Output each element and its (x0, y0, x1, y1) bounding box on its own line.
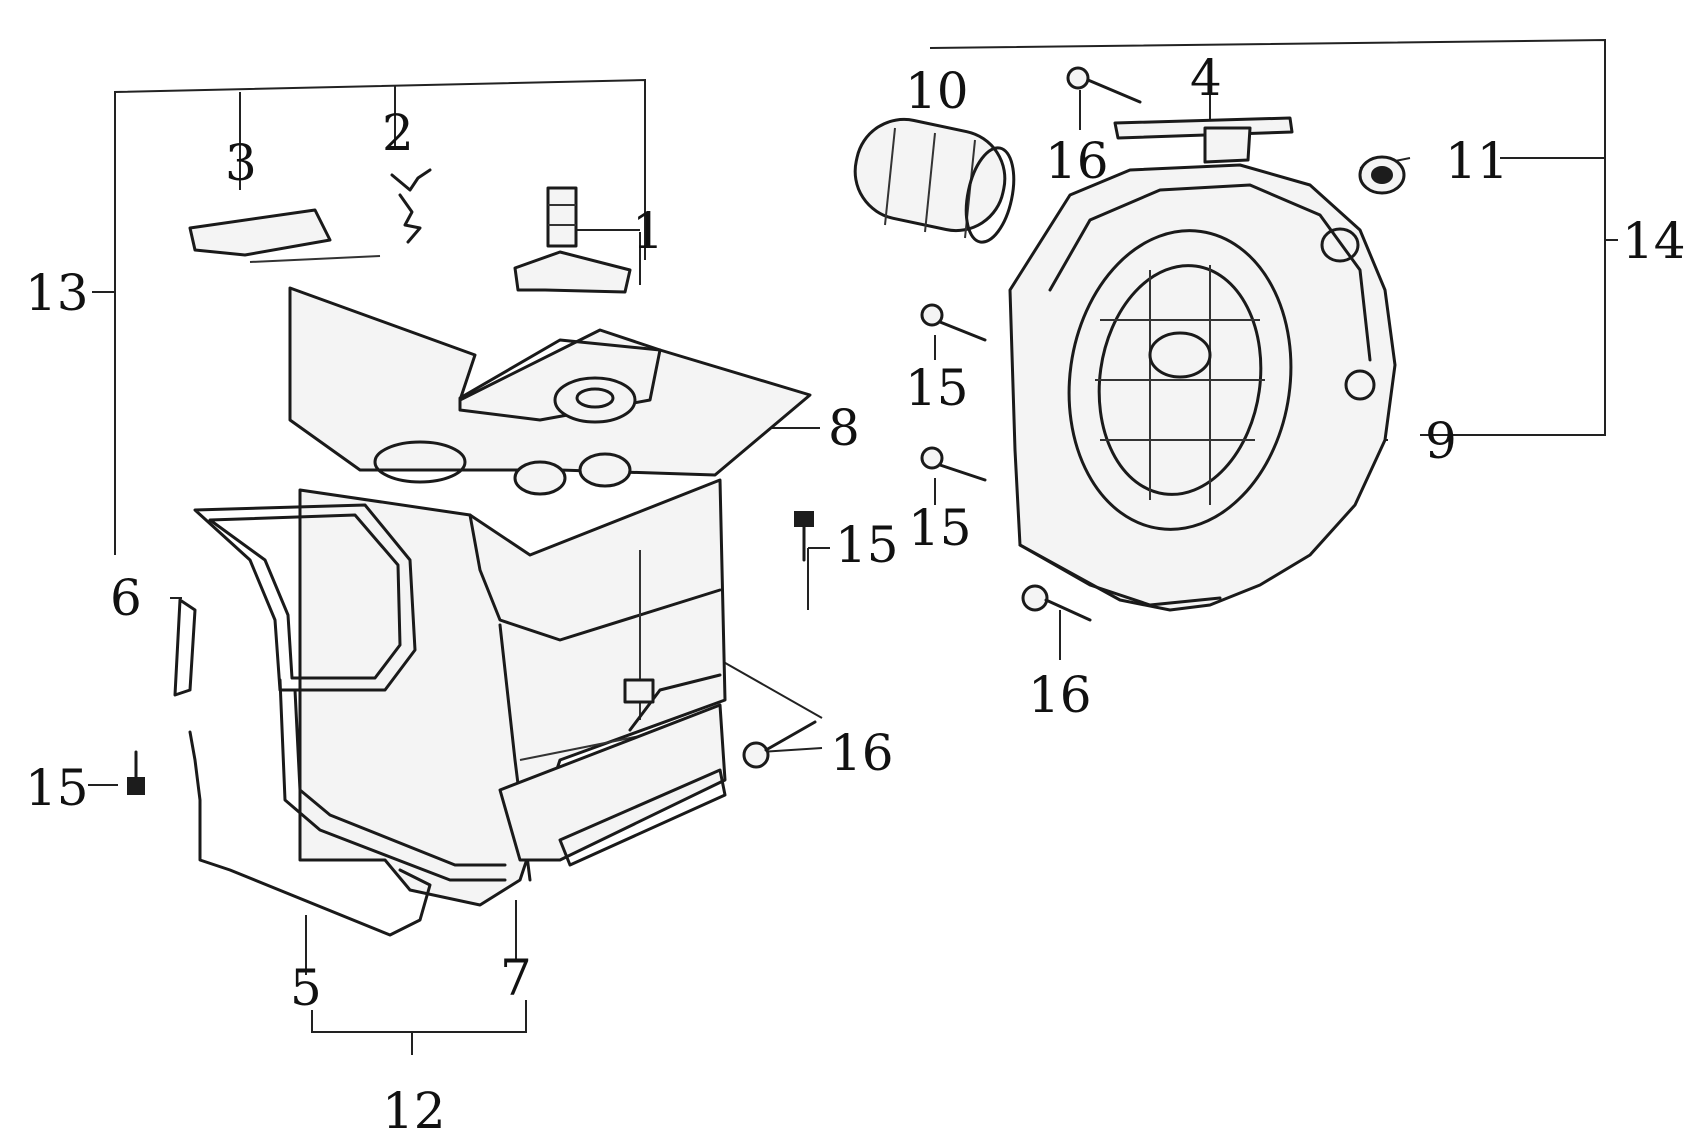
callout-15-right: 15 (835, 516, 899, 574)
part-4-bar (1113, 116, 1294, 164)
callout-5: 5 (290, 959, 322, 1017)
callout-3: 3 (225, 134, 257, 192)
part-2-clip (390, 168, 432, 244)
part-6-gasket (173, 503, 417, 697)
part-11-plug (1358, 155, 1406, 195)
callout-14: 14 (1622, 212, 1686, 270)
part-9-fan-cover (1008, 163, 1397, 612)
part-10-filter (853, 117, 1016, 244)
callout-7: 7 (500, 949, 532, 1007)
callout-15-left: 15 (25, 759, 89, 817)
part-8-top-shroud (288, 286, 812, 496)
part-3-plate (188, 208, 381, 263)
callout-15-fan-mid: 15 (908, 499, 972, 557)
callout-15-fan-top: 15 (905, 359, 969, 417)
part-7-housing (298, 478, 727, 907)
callout-6: 6 (110, 569, 142, 627)
callout-16-top: 16 (1045, 132, 1109, 190)
bolt-16-lower (742, 720, 817, 769)
part-5-gasket (188, 678, 507, 937)
callout-12: 12 (382, 1082, 446, 1140)
bolt-15-fan-mid (920, 446, 987, 482)
callout-1: 1 (632, 202, 664, 260)
bolt-15-left (127, 750, 145, 795)
callout-4: 4 (1190, 49, 1222, 107)
callout-11: 11 (1445, 132, 1509, 190)
callout-2: 2 (382, 104, 414, 162)
bolt-16-bottom (1021, 584, 1092, 622)
callout-9: 9 (1425, 412, 1457, 470)
part-1-bracket (513, 186, 632, 294)
callout-16-lower: 16 (830, 724, 894, 782)
callout-8: 8 (828, 399, 860, 457)
callout-labels: 1 2 3 4 5 6 7 8 9 10 11 12 13 14 15 15 1… (25, 49, 1686, 1140)
callout-13: 13 (25, 264, 89, 322)
bolt-15-right (794, 511, 814, 562)
callout-10: 10 (905, 62, 969, 120)
bolt-16-top (1066, 66, 1142, 104)
bolt-15-fan-top (920, 303, 987, 342)
callout-16-bottom: 16 (1028, 666, 1092, 724)
